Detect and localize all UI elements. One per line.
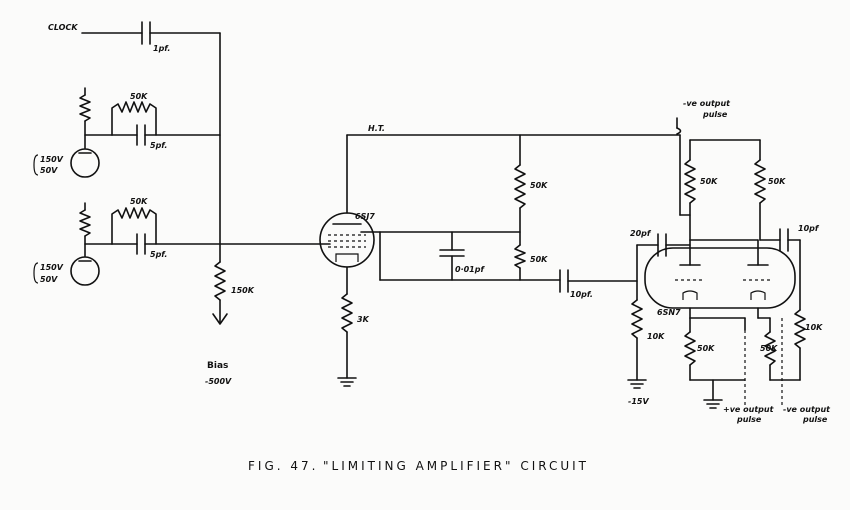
label-v1b: 50V: [40, 166, 58, 175]
label-r10k-l: 10K: [647, 332, 665, 341]
label-neg-out2: pulse: [702, 110, 728, 119]
label-r50k-6: 50K: [768, 177, 786, 186]
label-r50k-1: 50K: [130, 92, 148, 101]
tube-6sn7: [644, 239, 796, 309]
grid-resistor-left: [627, 244, 647, 389]
label-r50k-7: 50K: [697, 344, 715, 353]
screen-circuit: [379, 231, 561, 281]
input-network-lower: [33, 202, 331, 286]
output-plates: [676, 117, 766, 241]
label-c20pf: 20pf: [630, 229, 652, 238]
label-v1: 150V: [40, 155, 64, 164]
label-pos-out-a: +ve output: [723, 405, 775, 414]
tube-6sj7: [319, 212, 381, 295]
label-clock: CLOCK: [48, 23, 78, 32]
label-r50k-3: 50K: [530, 181, 548, 190]
label-r3k: 3K: [357, 315, 370, 324]
cathode-network: [684, 307, 783, 409]
grid-resistor-right: [769, 309, 806, 381]
coupling-cap-mid: [559, 269, 638, 293]
label-c10pf-r: 10pf: [798, 224, 820, 233]
label-c10pf-mid: 10pf.: [570, 290, 593, 299]
clock-input: [81, 21, 221, 45]
label-v2b: 50V: [40, 275, 58, 284]
label-r150k: 150K: [231, 286, 255, 295]
label-tube2: 6SN7: [657, 308, 681, 317]
label-c001: 0·01pf: [455, 265, 485, 274]
label-v-neg15: -15V: [628, 397, 649, 406]
label-r10k-r: 10K: [805, 323, 823, 332]
label-v2: 150V: [40, 263, 64, 272]
plate-resistors: [514, 134, 526, 281]
figure-number: FIG. 47.: [248, 459, 318, 473]
label-r50k-2: 50K: [130, 197, 148, 206]
label-c5pf-1: 5pf.: [150, 141, 167, 150]
label-tube1: 6SJ7: [355, 212, 375, 221]
label-neg-out: -ve output: [683, 99, 731, 108]
label-neg-out-a: -ve output: [783, 405, 831, 414]
label-r50k-8: 50K: [760, 344, 778, 353]
label-bias: Bias: [207, 361, 228, 371]
label-r50k-5: 50K: [700, 177, 718, 186]
label-c-clock: 1pf.: [153, 44, 170, 53]
label-ht: H.T.: [368, 124, 385, 133]
label-pos-out-b: pulse: [736, 415, 762, 424]
labels: CLOCK 1pf. 50K 5pf. 150V 50V 50K 5pf. 15…: [40, 23, 831, 424]
input-network-upper: [33, 87, 221, 178]
cathode-resistor: [337, 293, 357, 387]
label-bias-v: -500V: [205, 377, 232, 386]
bias-resistor: [212, 243, 228, 325]
label-r50k-4: 50K: [530, 255, 548, 264]
label-neg-out-b: pulse: [802, 415, 828, 424]
figure-title: "LIMITING AMPLIFIER" CIRCUIT: [323, 459, 589, 473]
label-c5pf-2: 5pf.: [150, 250, 167, 259]
caption: FIG. 47. "LIMITING AMPLIFIER" CIRCUIT: [248, 459, 589, 473]
feedback-caps: [636, 228, 801, 311]
